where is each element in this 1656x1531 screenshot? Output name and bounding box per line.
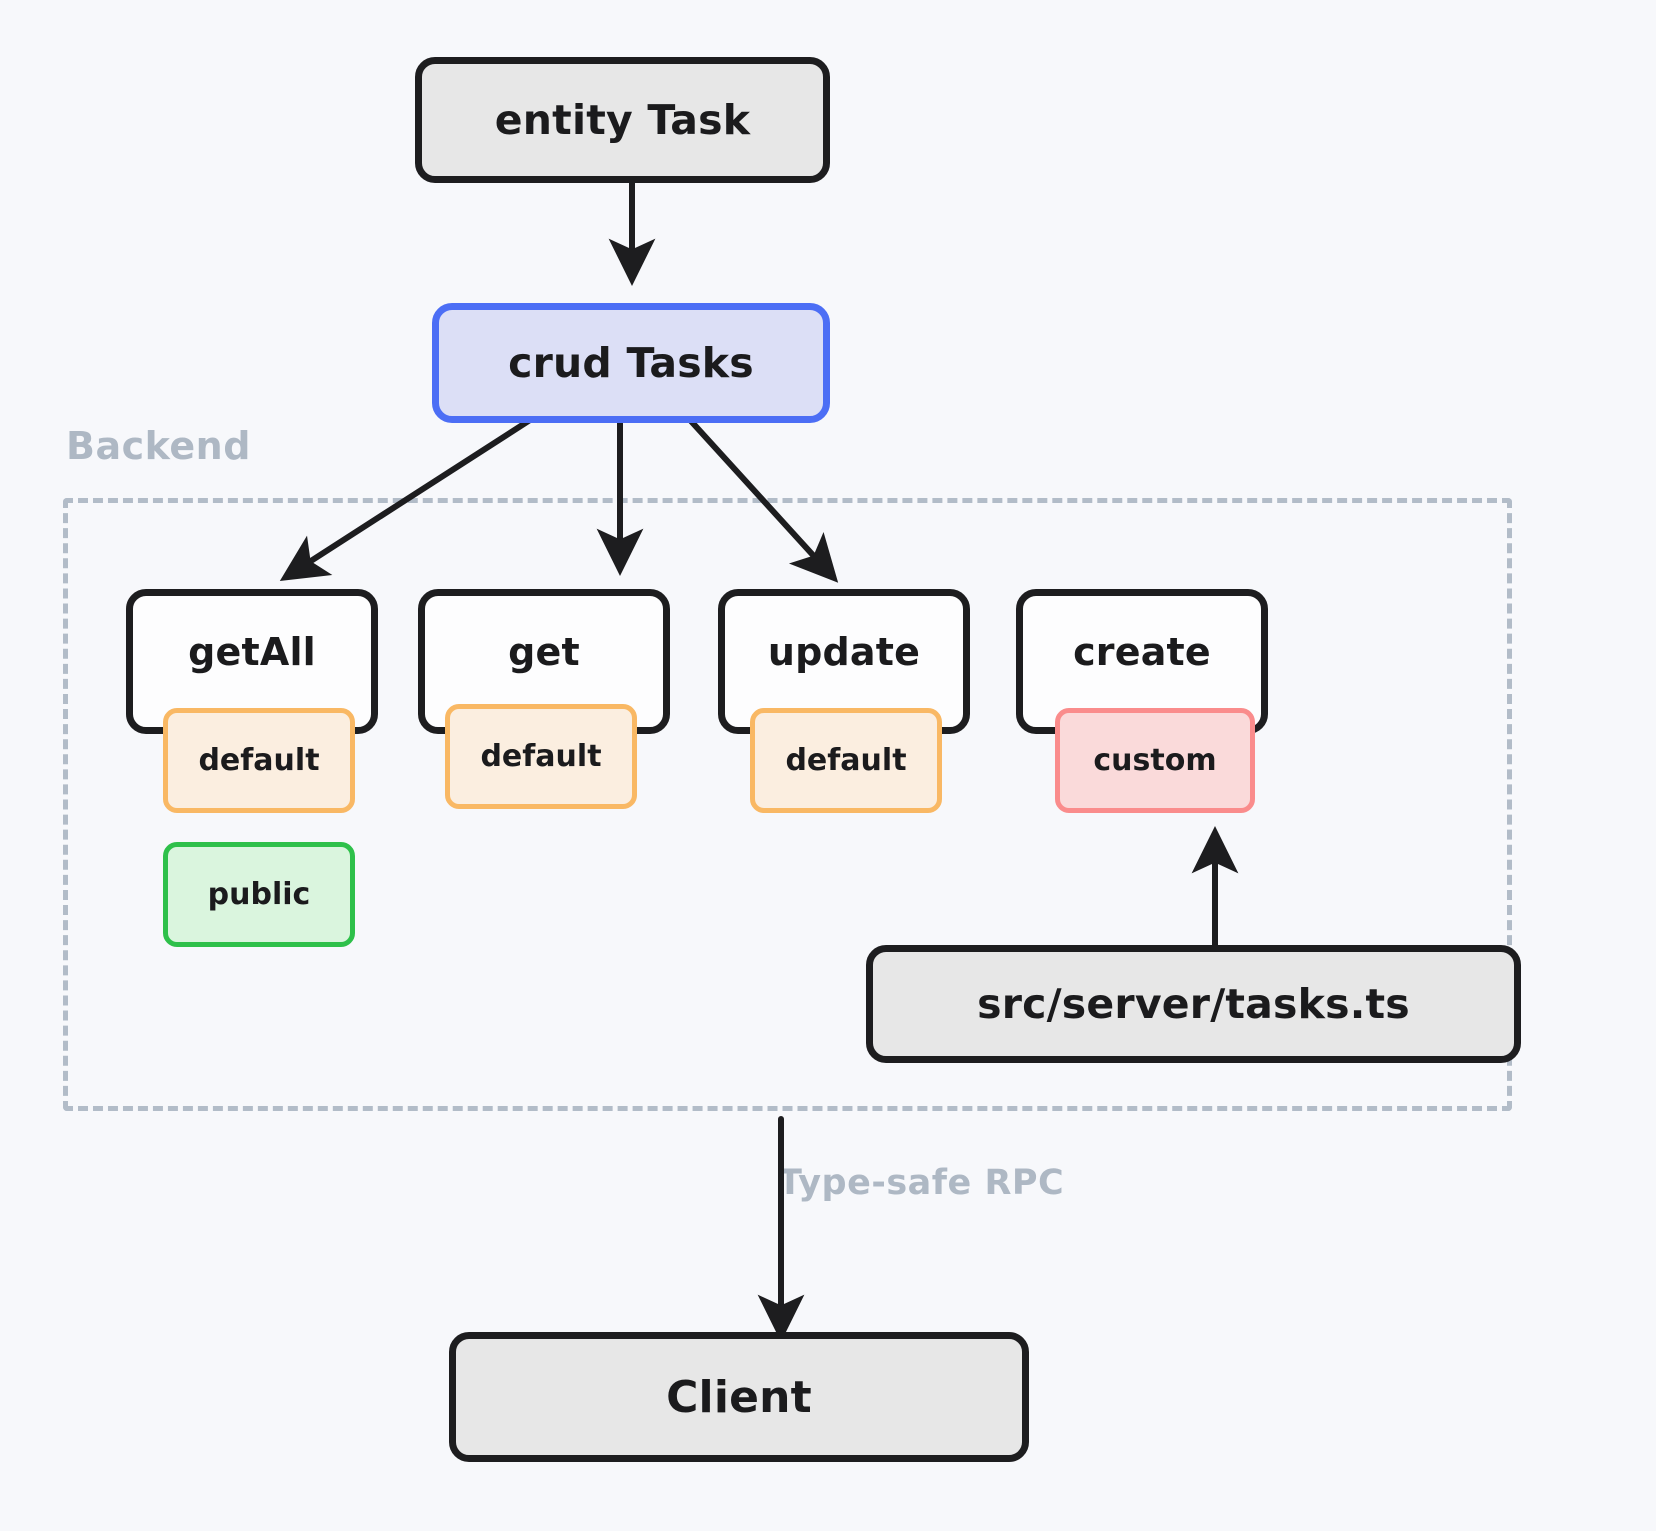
backend-group-label: Backend [66,424,251,468]
chip-create-custom[interactable]: custom [1055,708,1255,813]
node-entity-task[interactable]: entity Task [415,57,830,183]
node-method-create-label: create [1073,630,1211,674]
chip-update-default[interactable]: default [750,708,942,813]
chip-create-custom-label: custom [1093,743,1217,778]
chip-getall-public[interactable]: public [163,842,355,947]
edge-label-type-safe-rpc: Type-safe RPC [778,1163,1065,1203]
chip-getall-default[interactable]: default [163,708,355,813]
chip-update-default-label: default [785,743,907,778]
chip-getall-public-label: public [207,877,311,912]
node-crud-tasks-label: crud Tasks [508,339,754,387]
node-source-file-label: src/server/tasks.ts [977,980,1410,1028]
node-entity-task-label: entity Task [494,96,751,144]
node-method-get-label: get [508,630,580,674]
node-client-label: Client [666,1371,812,1423]
chip-get-default[interactable]: default [445,704,637,809]
chip-getall-default-label: default [198,743,320,778]
node-method-update-label: update [767,630,921,674]
node-method-getall-label: getAll [188,630,316,674]
node-client[interactable]: Client [449,1332,1029,1462]
chip-get-default-label: default [480,739,602,774]
node-crud-tasks[interactable]: crud Tasks [432,303,830,423]
node-source-file[interactable]: src/server/tasks.ts [866,945,1521,1063]
